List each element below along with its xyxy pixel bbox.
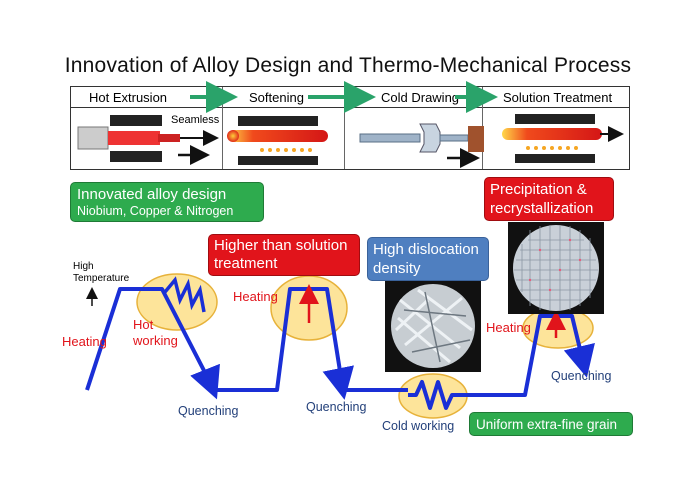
step-hot-extrusion: Hot Extrusion xyxy=(89,90,168,105)
step-cold-drawing: Cold Drawing xyxy=(381,90,460,105)
alloy-design-title: Innovated alloy design xyxy=(77,186,227,203)
temperature-path xyxy=(408,314,595,410)
softening-illustration xyxy=(227,116,328,165)
heating-label: Heating xyxy=(62,334,107,349)
hot-working-line2: working xyxy=(133,333,178,348)
high-dislocation-line1: High dislocation xyxy=(373,241,479,258)
precipitation-box: Precipitation & recrystallization xyxy=(484,177,614,221)
dislocation-micrograph xyxy=(385,280,481,372)
high-temperature-line1: High xyxy=(73,261,94,272)
hot-extrusion-illustration xyxy=(77,115,219,165)
step-softening: Softening xyxy=(249,90,304,105)
high-temperature-line2: Temperature xyxy=(73,273,130,284)
grain-micrograph xyxy=(508,222,604,314)
hot-working-label: Hot working xyxy=(133,317,178,349)
temperature-path xyxy=(85,287,408,392)
high-temperature-label: High Temperature xyxy=(73,261,129,285)
higher-than-solution-line2: treatment xyxy=(214,255,278,272)
quenching-label: Quenching xyxy=(178,404,239,418)
heating-label: Heating xyxy=(233,289,278,304)
precipitation-line1: Precipitation & xyxy=(490,181,587,198)
high-dislocation-line2: density xyxy=(373,260,421,277)
hot-working-line1: Hot xyxy=(133,317,154,332)
alloy-design-box: Innovated alloy design Niobium, Copper &… xyxy=(70,182,264,222)
higher-than-solution-box: Higher than solution treatment xyxy=(208,234,360,276)
seamless-label: Seamless xyxy=(171,114,220,126)
quench-arrow-icon xyxy=(190,363,220,400)
quench-arrow-icon xyxy=(322,365,354,400)
higher-than-solution-line1: Higher than solution xyxy=(214,237,348,254)
uniform-grain-box: Uniform extra-fine grain xyxy=(469,412,633,436)
cold-working-label: Cold working xyxy=(382,419,455,433)
strip-divider xyxy=(222,87,223,169)
strip-divider xyxy=(344,87,345,169)
quenching-label: Quenching xyxy=(306,400,367,414)
hot-working-zigzag xyxy=(163,276,206,313)
step-solution-treatment: Solution Treatment xyxy=(503,90,613,105)
high-dislocation-box: High dislocation density xyxy=(367,237,489,281)
cold-drawing-illustration xyxy=(359,123,484,168)
alloy-design-elements: Niobium, Copper & Nitrogen xyxy=(77,204,234,218)
precipitation-line2: recrystallization xyxy=(490,200,594,217)
page-title: Innovation of Alloy Design and Thermo-Me… xyxy=(64,54,632,77)
solution-treatment-illustration xyxy=(502,114,624,163)
heating-label: Heating xyxy=(486,320,531,335)
quenching-label: Quenching xyxy=(551,369,612,383)
